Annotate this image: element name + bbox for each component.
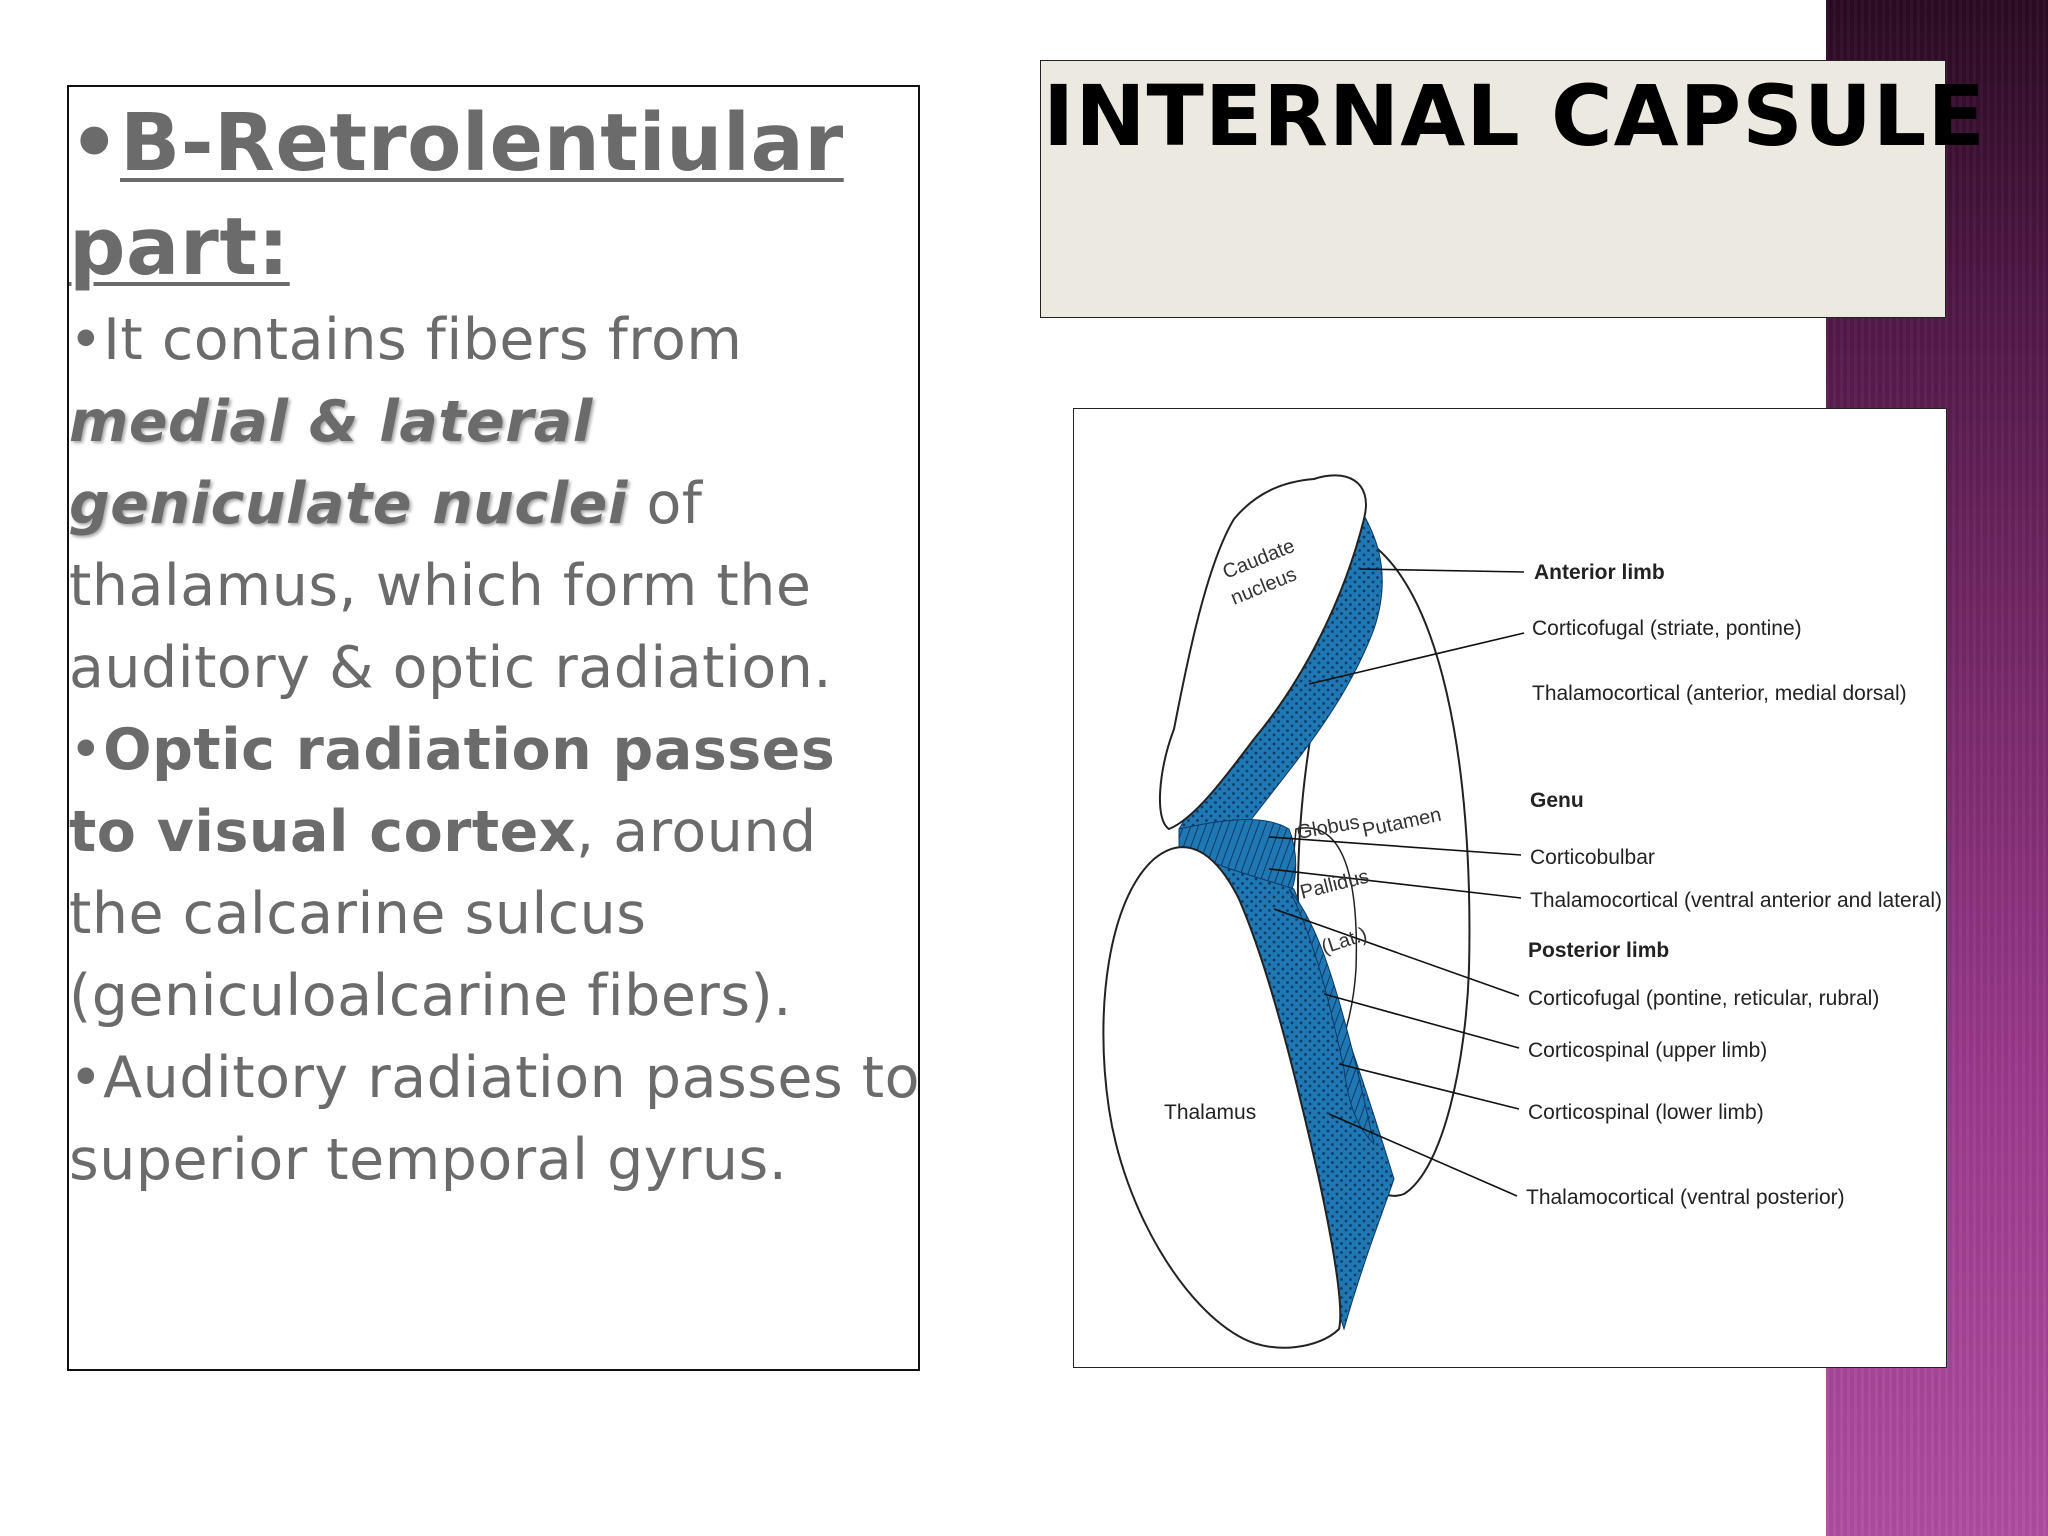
bullet: • (69, 1045, 104, 1111)
genu-label: Genu (1530, 789, 1584, 812)
slide-title: INTERNAL CAPSULE (1043, 67, 1986, 165)
thalamus-label: Thalamus (1164, 1101, 1256, 1124)
diagram-svg: Caudate nucleus Globus Putamen Pallidus … (1102, 474, 1942, 1349)
posterior-limb-fibers (1288, 888, 1375, 1146)
label-thalamocortical-va: Thalamocortical (ventral anterior and la… (1530, 889, 1942, 912)
p2-end: , around the calcarine sulcus (geniculoa… (69, 799, 817, 1029)
label-corticospinal-upper: Corticospinal (upper limb) (1528, 1039, 1767, 1062)
heading-line1: B-Retrolentiular (120, 97, 844, 189)
paragraph-fibers: •It contains fibers from medial & latera… (69, 299, 920, 709)
text-panel: •B-Retrolentiular part: •It contains fib… (67, 85, 920, 1371)
label-corticobulbar: Corticobulbar (1530, 846, 1655, 869)
heading-bullet: • (69, 97, 120, 189)
paragraph-auditory: •Auditory radiation passes to superior t… (69, 1037, 920, 1201)
p1-start: It contains fibers from (103, 307, 743, 373)
title-box: INTERNAL CAPSULE (1040, 60, 1985, 318)
anterior-limb-label: Anterior limb (1534, 561, 1665, 584)
bullet: • (69, 307, 104, 373)
label-corticofugal-pontine: Corticofugal (pontine, reticular, rubral… (1528, 987, 1879, 1010)
optic-radiation-bold: Optic radiation passes to visual cortex (69, 717, 836, 865)
paragraph-optic: •Optic radiation passes to visual cortex… (69, 709, 920, 1037)
thalamus (1102, 846, 1342, 1349)
internal-capsule-diagram: Caudate nucleus Globus Putamen Pallidus … (1073, 408, 1947, 1368)
bullet: • (69, 717, 104, 783)
section-heading: •B-Retrolentiular part: (69, 91, 920, 299)
text-content: •B-Retrolentiular part: •It contains fib… (69, 91, 920, 1201)
label-corticofugal-striate: Corticofugal (striate, pontine) (1532, 617, 1802, 640)
p3: Auditory radiation passes to superior te… (69, 1045, 920, 1193)
posterior-limb-label: Posterior limb (1528, 939, 1669, 962)
label-thalamocortical-vp: Thalamocortical (ventral posterior) (1526, 1186, 1845, 1209)
label-thalamocortical-anterior: Thalamocortical (anterior, medial dorsal… (1532, 682, 1907, 705)
geniculate-nuclei-emphasis: medial & lateral geniculate nuclei (69, 389, 628, 537)
leader-lines (1268, 568, 1525, 1197)
label-corticospinal-lower: Corticospinal (lower limb) (1528, 1101, 1764, 1124)
caudate-nucleus (1159, 474, 1367, 831)
p1-end: of thalamus, which form the auditory & o… (69, 471, 832, 701)
heading-line2: part: (69, 201, 290, 293)
